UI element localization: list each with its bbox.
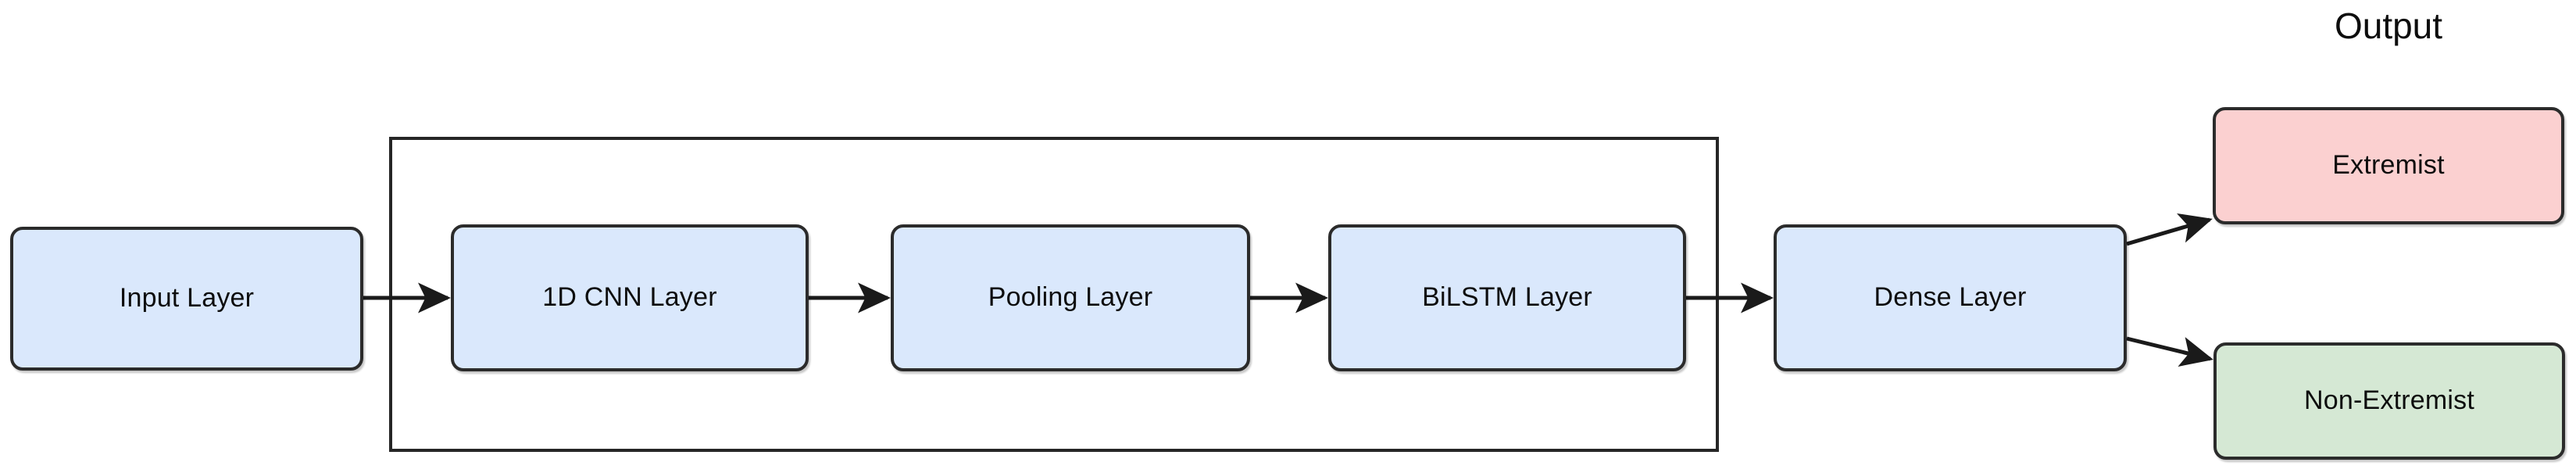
node-1d-cnn-layer-label: 1D CNN Layer	[542, 282, 717, 313]
node-non-extremist-class-label: Non-Extremist	[2304, 385, 2474, 416]
node-non-extremist-class[interactable]: Non-Extremist	[2213, 342, 2565, 460]
output-section-label: Output	[2334, 5, 2443, 46]
node-dense-layer[interactable]: Dense Layer	[1774, 224, 2127, 371]
node-1d-cnn-layer[interactable]: 1D CNN Layer	[451, 224, 809, 371]
node-input-layer-label: Input Layer	[119, 283, 255, 314]
node-extremist-class[interactable]: Extremist	[2213, 107, 2564, 224]
edge-dense-to-non-extremist	[2126, 336, 2213, 367]
node-bilstm-layer-label: BiLSTM Layer	[1422, 282, 1592, 313]
node-pooling-layer-label: Pooling Layer	[988, 282, 1153, 313]
node-extremist-class-label: Extremist	[2332, 150, 2445, 181]
edge-dense-to-extremist	[2126, 213, 2213, 246]
node-dense-layer-label: Dense Layer	[1874, 282, 2027, 313]
node-input-layer[interactable]: Input Layer	[10, 227, 363, 371]
node-pooling-layer[interactable]: Pooling Layer	[891, 224, 1250, 371]
node-bilstm-layer[interactable]: BiLSTM Layer	[1328, 224, 1686, 371]
